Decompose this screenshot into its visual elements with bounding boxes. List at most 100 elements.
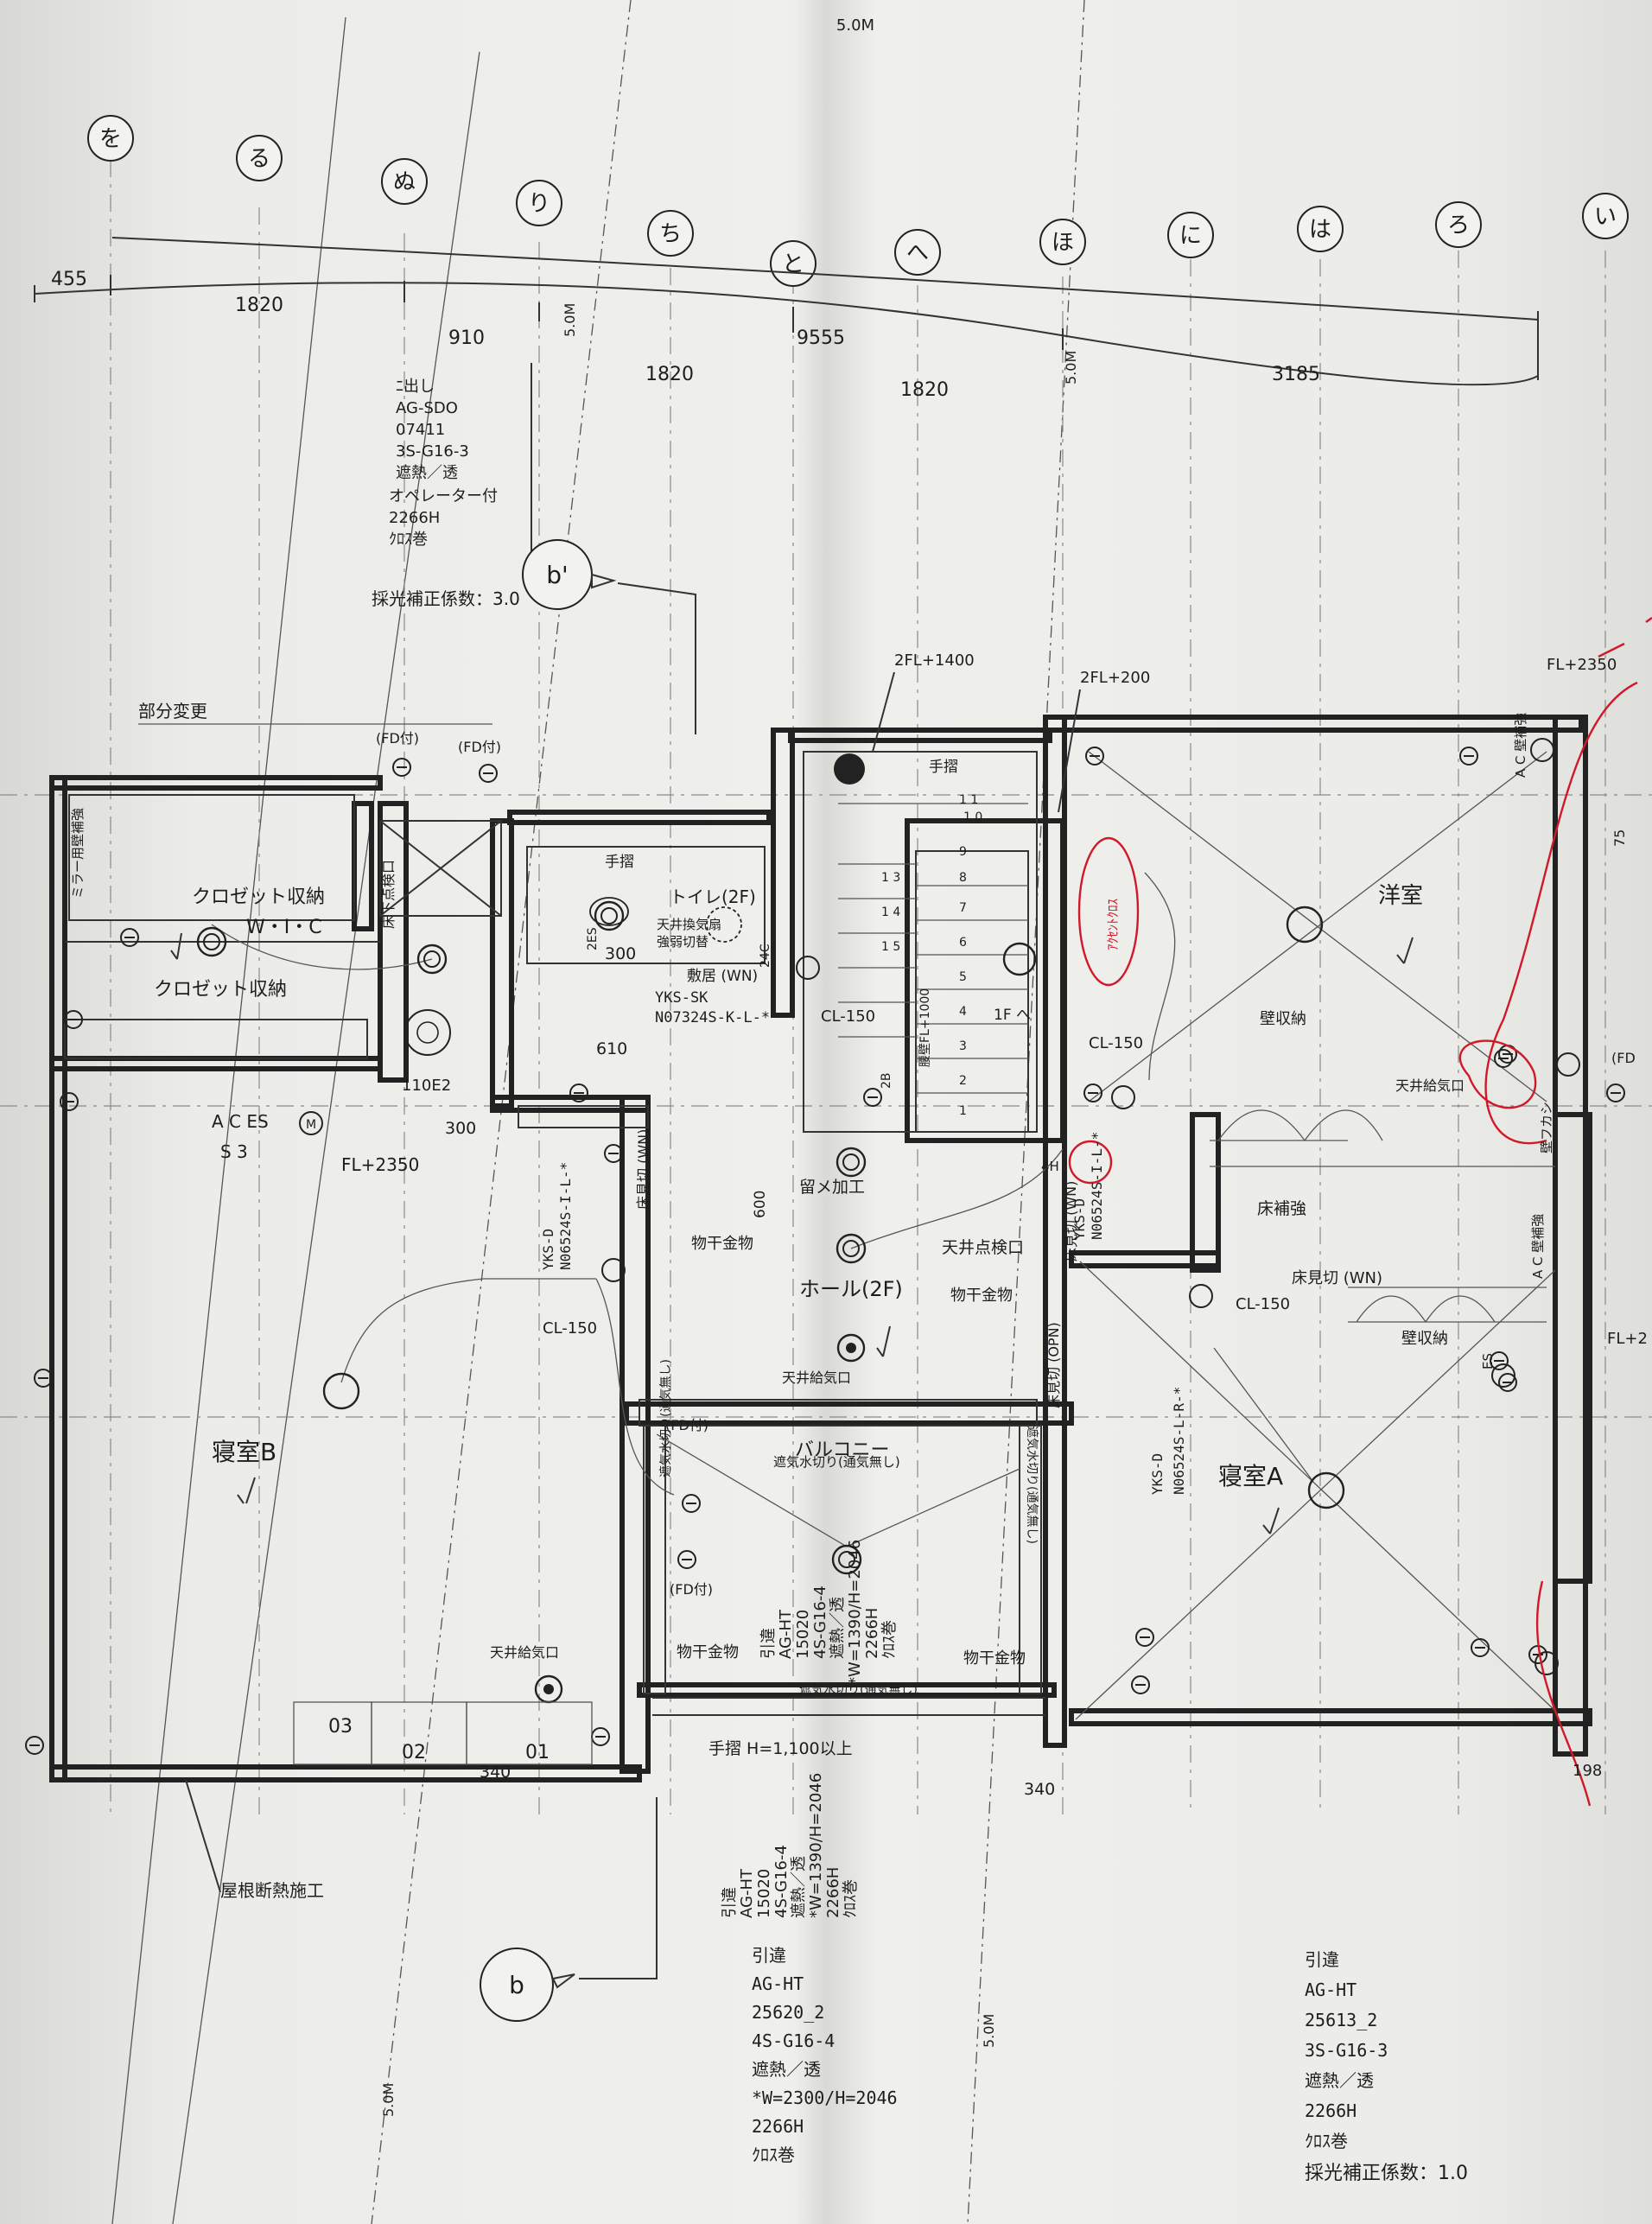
cl150-label: CL-150	[1236, 1295, 1290, 1313]
window-note-bottom-center: 引違 AG-HT 25620_2 4S-G16-4 遮熱／透 *W=2300/H…	[752, 1945, 898, 2165]
outlet-icon	[1083, 1083, 1102, 1102]
grid-bubble-ru: る	[236, 135, 283, 181]
dim-910: 910	[448, 327, 485, 349]
grid-bubble-chi: ち	[647, 210, 694, 257]
note-line: AG-HT	[738, 1868, 756, 1918]
level-label: 2FL+200	[1080, 669, 1150, 687]
grid-bubble-nu: ぬ	[381, 158, 428, 205]
drying-hardware-label: 物干金物	[677, 1643, 739, 1662]
room-label-closet: クロゼット収納	[192, 886, 325, 908]
outlet-icon	[1494, 1049, 1513, 1068]
room-label-balcony: バルコニー	[795, 1439, 890, 1461]
note-line: 25620_2	[752, 2002, 824, 2023]
switch-markers: M	[299, 738, 1580, 1675]
grid-label: ぬ	[393, 169, 416, 195]
ceiling-light-fixtures	[196, 753, 1345, 1704]
grid-bubble-i: い	[1582, 193, 1629, 239]
window-note-bottom-center-vertical: 引違 AG-HT 15020 4S-G16-4 遮熱／透 *W=1390/H=2…	[759, 1540, 899, 1685]
outlet-icon	[34, 1369, 53, 1388]
threshold-label: 敷居 (WN)	[687, 968, 758, 985]
handrail-label: 手摺	[605, 854, 634, 871]
dim-455: 455	[51, 269, 87, 290]
balcony-handrail-label: 手摺 H=1,100以上	[708, 1739, 853, 1758]
grid-lines	[0, 160, 1652, 1814]
room-tag-02: 02	[402, 1742, 426, 1763]
stair-number: 4	[959, 1005, 967, 1019]
note-line: 引違	[1305, 1949, 1339, 1970]
light-fixture-icon	[836, 1233, 867, 1264]
room-tag-01: 01	[525, 1742, 550, 1763]
light-fixture-icon	[322, 1372, 360, 1410]
fd-label: (FD	[1611, 1050, 1636, 1066]
stair-number: 6	[959, 936, 967, 950]
direction-arrows	[170, 932, 1414, 1535]
dim-340: 340	[480, 1763, 511, 1782]
room-tag-03: 03	[328, 1716, 353, 1738]
dim-198: 198	[1573, 1762, 1602, 1780]
dimension-chain: 455 1820 910 1820 9555 1820 3185 5.0M 5.…	[34, 16, 1539, 2117]
waterproof-label: 遮気水切り(通気無し)	[1025, 1426, 1039, 1544]
tag-24c: 24C	[759, 944, 772, 968]
note-line: 4S-G16-4	[811, 1585, 829, 1659]
room-label-western: 洋室	[1378, 883, 1423, 909]
grid-label: ろ	[1447, 213, 1470, 238]
outlet-icon	[1459, 747, 1478, 766]
note-line: 遮熱／透	[752, 2059, 821, 2080]
setback-lines	[111, 0, 1085, 2224]
stair-number: 1 4	[881, 905, 900, 919]
note-line: 2266H	[863, 1608, 881, 1659]
dim-75: 75	[1611, 829, 1628, 847]
vent-icon	[836, 1333, 866, 1363]
note-line: ｸﾛｽ巻	[1305, 2131, 1348, 2151]
floor-break-label: 床見切 (WN)	[1063, 1181, 1079, 1261]
note-line: 4S-G16-4	[772, 1845, 791, 1918]
cl150-label: CL-150	[1089, 1034, 1143, 1052]
grid-label: は	[1309, 217, 1331, 243]
stair-number: 1	[959, 1104, 967, 1118]
walls	[49, 715, 1592, 1782]
note-line: *W=2300/H=2046	[752, 2087, 898, 2108]
dim-600: 600	[752, 1191, 769, 1218]
section-label: b	[509, 1971, 524, 1999]
stair-number: 1 3	[881, 871, 900, 885]
note-line: 遮熱／透	[790, 1856, 808, 1918]
tag-2es: 2ES	[586, 927, 600, 950]
dim-110e2: 110E2	[402, 1077, 451, 1095]
window-note-bottom-right: 引違 AG-HT 25613_2 3S-G16-3 遮熱／透 2266H ｸﾛｽ…	[1305, 1949, 1468, 2184]
window-note-bottom-center-vertical-repeat: 引違 AG-HT 15020 4S-G16-4 遮熱／透 *W=1390/H=2…	[721, 1773, 860, 1918]
light-fixture-icon	[1002, 942, 1037, 976]
staircase: 9 8 7 6 5 4 3 2 1 1 1 1 0 1 3 1 4 1 5 1F…	[803, 751, 1038, 1133]
note-line: ｸﾛｽ巻	[880, 1620, 899, 1659]
outlet-icon	[25, 1736, 44, 1755]
level-label: FL+2350	[1547, 656, 1617, 674]
grid-label: ほ	[1052, 230, 1074, 256]
stair-number: 1 1	[959, 793, 978, 807]
partial-change-label: 部分変更	[138, 701, 207, 721]
toilet-fan-icon	[706, 906, 742, 943]
stop-work-label: 留メ加工	[799, 1178, 865, 1197]
waterproof-label: 遮気水切り(通気無し)	[659, 1359, 673, 1477]
red-markup: ｱｸｾﾝﾄｸﾛｽ	[1068, 617, 1652, 1807]
drying-hardware-label: 物干金物	[691, 1235, 753, 1253]
level-label: 2FL+1400	[894, 651, 975, 670]
note-line: AG-HT	[777, 1609, 795, 1659]
ac-es-label: A C ES	[212, 1111, 269, 1132]
grid-bubble-he: へ	[894, 229, 941, 276]
vent-icon	[534, 1674, 563, 1704]
setback-label: 5.0M	[836, 16, 874, 35]
switch-icon	[1111, 1085, 1135, 1109]
note-line: 採光補正係数：3.0	[372, 588, 520, 609]
outlet-icon	[604, 1144, 623, 1163]
grid-label: る	[248, 146, 270, 172]
note-line: AG-SDO	[396, 399, 458, 417]
door-code: N06524S-L-R-*	[1171, 1387, 1187, 1495]
wall-reinforce-label: ミラー用壁補強	[70, 808, 86, 899]
waterproof-label: 遮気水切り(通気無し)	[799, 1683, 918, 1697]
dim-300: 300	[445, 1119, 476, 1138]
ac-wall-reinforce-label: A C 壁補強	[1513, 713, 1528, 778]
note-line: 4S-G16-4	[752, 2030, 835, 2051]
ceiling-intake-label: 天井給気口	[782, 1369, 851, 1386]
grid-bubble-ro: ろ	[1435, 201, 1482, 248]
floor-break-label: 床見切 (WN)	[1292, 1269, 1382, 1287]
